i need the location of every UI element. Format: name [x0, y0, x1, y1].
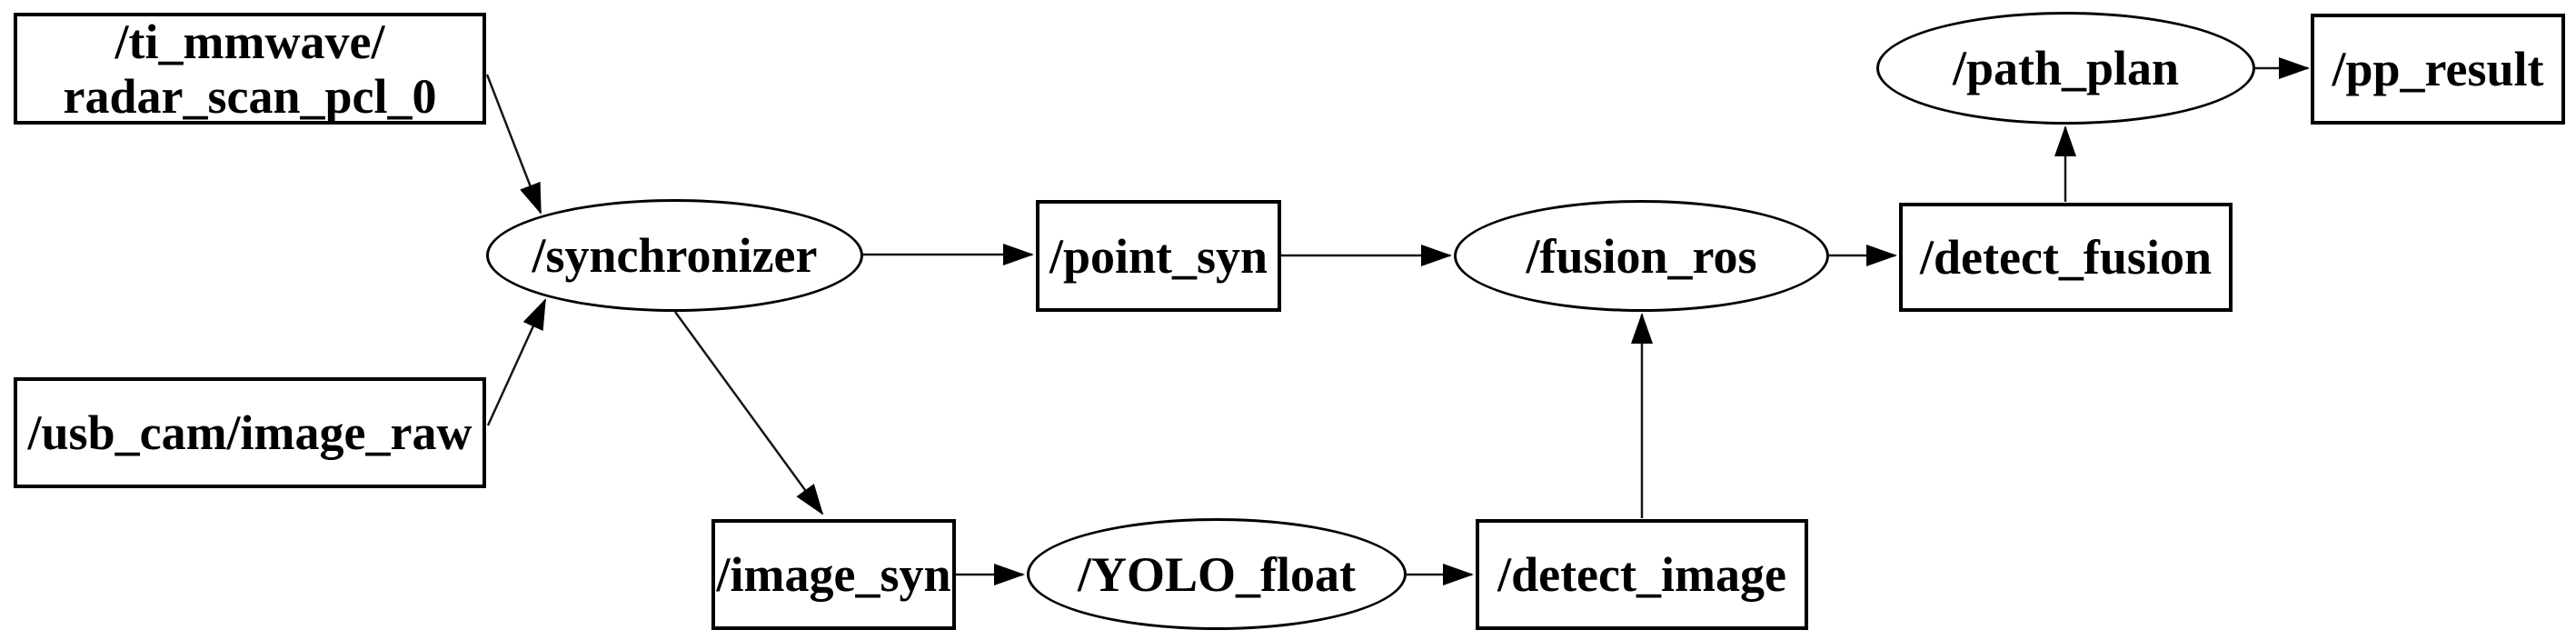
node-detect-image: /detect_image — [1476, 519, 1808, 630]
node-fusion-ros: /fusion_ros — [1454, 200, 1829, 312]
node-label: /usb_cam/image_raw — [27, 405, 472, 460]
node-label: /detect_image — [1497, 547, 1786, 602]
node-label: /detect_fusion — [1920, 230, 2212, 285]
edge-synchronizer-to-image-syn — [673, 311, 824, 515]
node-usb-cam-image-raw: /usb_cam/image_raw — [14, 377, 486, 488]
node-pp-result: /pp_result — [2311, 14, 2565, 125]
node-ti-mmwave-radar-scan-pcl-0: /ti_mmwave/ radar_scan_pcl_0 — [14, 13, 486, 125]
node-image-syn: /image_syn — [711, 519, 956, 630]
node-label-line1: /ti_mmwave/ — [114, 14, 385, 69]
node-path-plan: /path_plan — [1876, 12, 2255, 125]
node-point-syn: /point_syn — [1036, 200, 1281, 312]
node-label: /pp_result — [2332, 42, 2544, 96]
node-label: /synchronizer — [532, 228, 818, 283]
node-yolo-float: /YOLO_float — [1027, 518, 1407, 630]
node-label: /YOLO_float — [1078, 546, 1356, 602]
node-label: /point_syn — [1049, 228, 1268, 284]
node-detect-fusion: /detect_fusion — [1899, 203, 2233, 312]
node-label-line2: radar_scan_pcl_0 — [63, 68, 437, 124]
edge-ti-mmwave-to-synchronizer — [485, 74, 542, 215]
edge-usb-cam-to-synchronizer — [486, 298, 547, 426]
node-label: /path_plan — [1952, 41, 2180, 95]
node-label: /image_syn — [716, 547, 951, 602]
node-synchronizer: /synchronizer — [486, 199, 863, 312]
node-label: /fusion_ros — [1526, 228, 1757, 284]
